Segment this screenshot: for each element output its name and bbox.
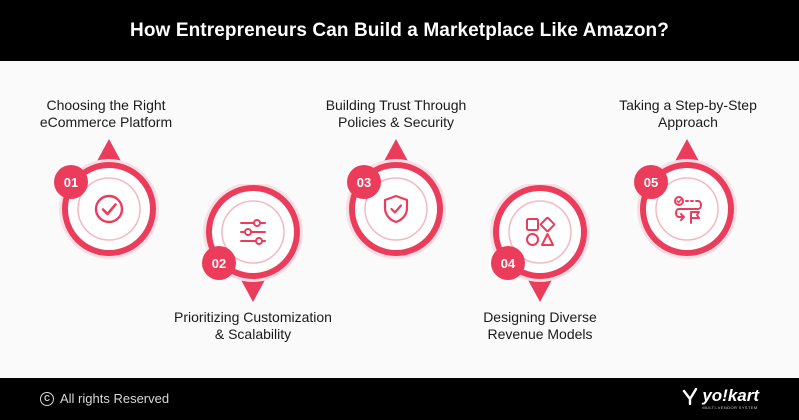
brand-name: yo!kart <box>702 386 759 405</box>
steps-diagram: Choosing the Right eCommerce Platform 01 <box>0 61 799 378</box>
step-5-label: Taking a Step-by-Step Approach <box>619 97 757 130</box>
page-header: How Entrepreneurs Can Build a Marketplac… <box>0 0 799 61</box>
step-1-label: Choosing the Right eCommerce Platform <box>39 97 173 130</box>
path-steps-icon <box>674 196 702 224</box>
step-4-marker: 04 <box>485 184 595 334</box>
brand-tagline: MULTI-VENDOR SYSTEM <box>702 405 758 410</box>
brand-logo: yo!kart MULTI-VENDOR SYSTEM <box>682 387 759 410</box>
sliders-icon <box>240 219 266 245</box>
copyright-notice: C All rights Reserved <box>40 391 169 406</box>
step-1-marker: 01 <box>54 139 164 289</box>
step-5-number-badge: 05 <box>634 165 668 199</box>
yokart-logo-icon <box>683 387 698 405</box>
shapes-icon <box>526 216 556 246</box>
step-4-label: Designing Diverse Revenue Models <box>483 309 597 342</box>
step-4-number-badge: 04 <box>491 246 525 280</box>
page-title: How Entrepreneurs Can Build a Marketplac… <box>130 19 669 41</box>
copyright-text: All rights Reserved <box>60 391 170 406</box>
step-2-number-badge: 02 <box>202 246 236 280</box>
step-5-marker: 05 <box>632 139 742 289</box>
step-1-number-badge: 01 <box>54 165 88 199</box>
page-footer: C All rights Reserved yo!kart MULTI-VEND… <box>0 378 799 420</box>
checkmark-circle-icon <box>94 194 124 224</box>
step-3-label: Building Trust Through Policies & Securi… <box>325 97 467 130</box>
step-3-marker: 03 <box>341 139 451 289</box>
step-2-marker: 02 <box>198 184 308 334</box>
copyright-icon: C <box>40 391 54 406</box>
shield-check-icon <box>383 194 409 224</box>
step-3-number-badge: 03 <box>347 165 381 199</box>
step-2-label: Prioritizing Customization & Scalability <box>174 309 332 342</box>
